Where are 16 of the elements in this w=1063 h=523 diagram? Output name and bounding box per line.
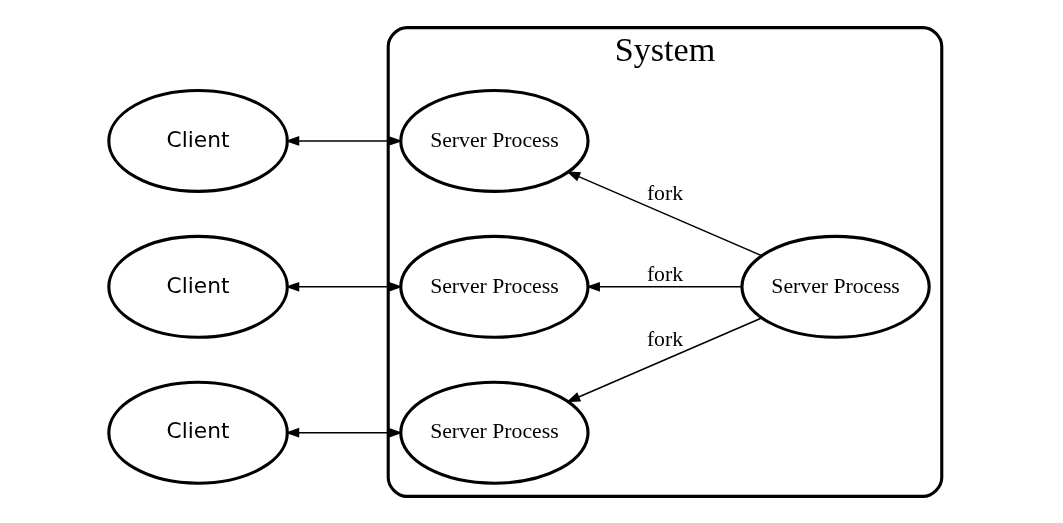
edge-label: fork [646,261,684,286]
arrow [566,316,763,402]
arrow [586,281,743,292]
arrow [285,281,403,292]
node-ellipse: Server Process [399,88,590,193]
node-ellipse: Client [107,380,289,485]
node-ellipse: Server Process [399,234,590,339]
node-ellipse: Client [107,88,289,193]
node-ellipse: Server Process [399,380,590,485]
edge-label: fork [646,326,684,351]
arrow [566,170,763,256]
arrow [285,135,403,146]
edge-label: fork [646,180,684,205]
arrow [285,427,403,438]
node-ellipse: Client [107,234,289,339]
node-ellipse: Server Process [740,234,931,339]
